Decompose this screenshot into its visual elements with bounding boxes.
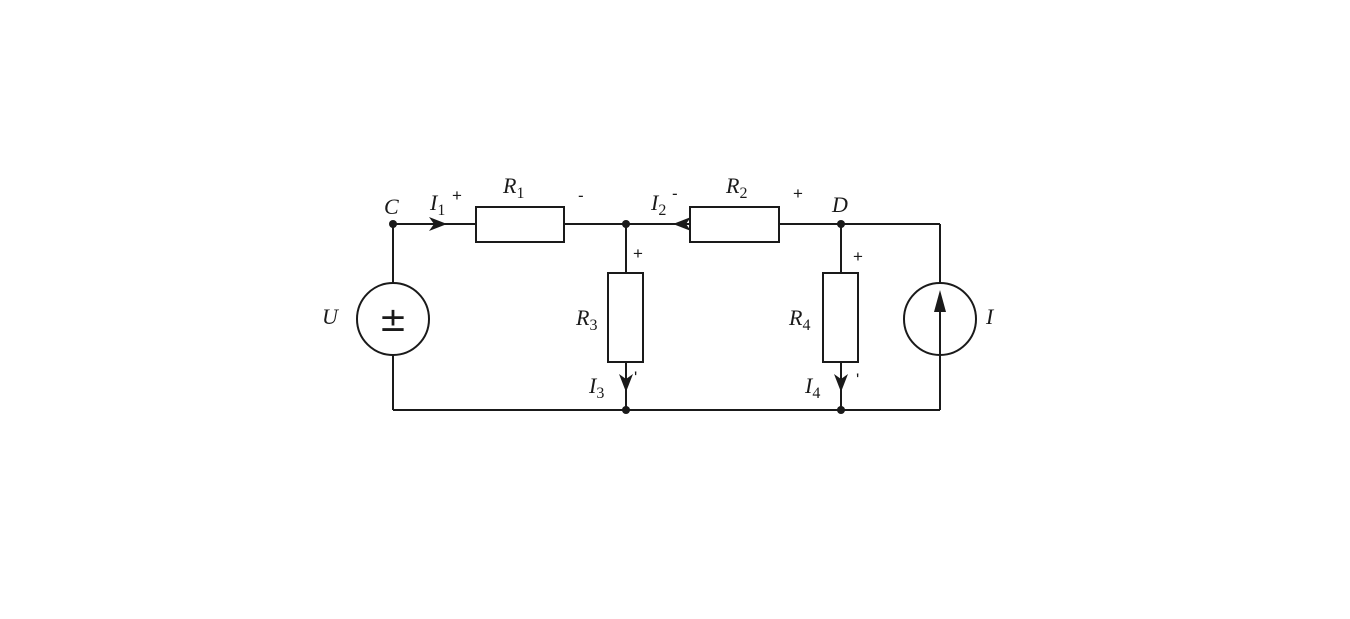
junction-top-middle [622,220,630,228]
current-source-arrow-head-icon [934,290,946,312]
voltage-source-symbol: ± [379,300,408,340]
current-label-i3-main: I [588,373,598,398]
resistor-r1 [475,206,565,243]
resistor-label-r1: R1 [502,173,524,202]
resistor-r4 [822,272,859,363]
current-label-i1: I1 [429,190,445,219]
resistor-r3 [607,272,644,363]
junction-bottom-right [837,406,845,414]
polarity-r4-bottom: ' [856,370,859,389]
polarity-r1-right: - [578,186,584,205]
resistor-label-r3: R3 [575,305,597,334]
resistor-label-r2: R2 [725,173,747,202]
resistor-label-r4-main: R [788,305,803,330]
current-label-i4-sub: 4 [812,385,820,402]
resistor-label-r4-sub: 4 [802,317,810,334]
voltage-source: ± [356,282,430,356]
current-label-i2-main: I [650,190,660,215]
current-source-label: I [985,304,995,329]
current-label-i2: I2 [650,190,666,219]
junction-d [837,220,845,228]
voltage-source-circle [356,282,430,356]
resistor-label-r3-sub: 3 [589,317,597,334]
resistor-label-r1-main: R [502,173,517,198]
current-label-i1-main: I [429,190,439,215]
arrow-i2-icon [673,217,691,231]
current-label-i2-sub: 2 [658,202,666,219]
current-label-i4-main: I [804,373,814,398]
resistor-r2 [689,206,780,243]
arrow-i1-icon [429,217,447,231]
resistor-label-r3-main: R [575,305,590,330]
polarity-r1-left: + [452,186,462,205]
polarity-r4-top: + [853,247,863,266]
arrow-i4-icon [834,374,848,392]
polarity-r2-right: + [793,184,803,203]
voltage-source-label: U [322,304,340,329]
polarity-r3-top: + [633,244,643,263]
node-label-c: C [384,194,399,219]
polarity-r3-bottom: ' [634,368,637,387]
arrow-i3-icon [619,374,633,392]
current-label-i1-sub: 1 [437,202,445,219]
resistor-label-r1-sub: 1 [516,185,524,202]
junction-c [389,220,397,228]
wires [392,223,941,411]
current-label-i3-sub: 3 [596,385,604,402]
current-source [903,282,977,356]
junction-bottom-middle [622,406,630,414]
resistor-label-r4: R4 [788,305,810,334]
current-label-i3: I3 [588,373,604,402]
node-label-d: D [831,192,848,217]
polarity-r2-left: - [672,184,678,203]
resistor-label-r2-sub: 2 [739,185,747,202]
current-label-i4: I4 [804,373,820,402]
resistor-label-r2-main: R [725,173,740,198]
